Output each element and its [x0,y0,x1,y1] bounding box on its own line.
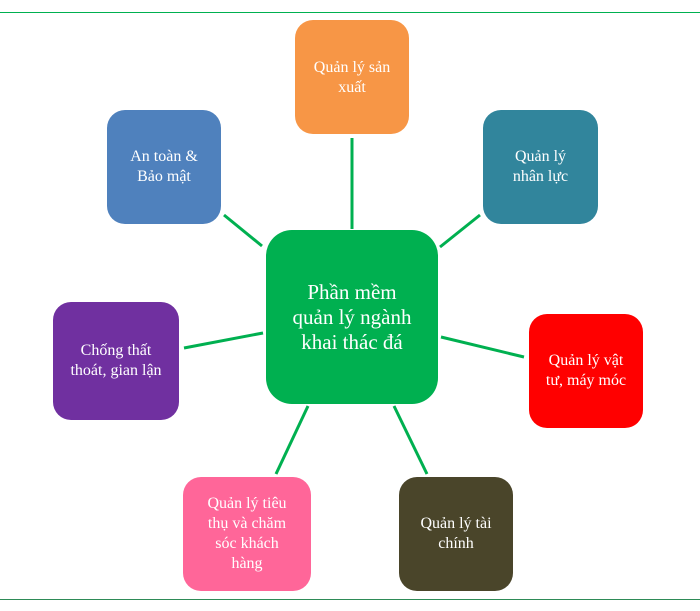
connector-chong-that-thoat [183,331,264,350]
node-tieu-thu: Quản lý tiêu thụ và chăm sóc khách hàng [183,477,311,591]
node-label: chính [438,535,474,552]
node-label: thụ và chăm [207,515,287,532]
node-label: Quản lý [514,148,567,165]
connector-nhan-luc [439,213,481,249]
connector-vat-tu [440,335,525,359]
node-label: nhân lực [512,168,569,185]
node-chong-that-thoat: Chống thất thoát, gian lận [53,302,179,420]
node-label: thoát, gian lận [70,362,162,379]
node-label: hàng [231,555,263,572]
top-rule [0,12,700,13]
center-line: quản lý ngành [292,305,412,329]
center-line: khai thác đá [301,330,403,354]
node-vat-tu: Quản lý vật tư, máy móc [529,314,643,428]
node-nhan-luc: Quản lý nhân lực [483,110,598,224]
node-label: Bảo mật [137,168,191,185]
node-label: Quản lý tiêu [207,495,287,512]
node-label: Quản lý sản [313,59,391,76]
node-label: xuất [338,79,366,96]
connector-tieu-thu [274,405,310,475]
connector-tai-chinh [392,405,429,475]
center-line: Phần mềm [307,280,397,304]
center-node: Phần mềm quản lý ngành khai thác đá [266,230,438,404]
node-label: Quản lý tài [420,515,492,532]
connector-an-toan [223,213,263,248]
node-tai-chinh: Quản lý tài chính [399,477,513,591]
node-label: tư, máy móc [545,372,627,389]
bottom-rule [0,599,700,600]
node-label: sóc khách [215,535,279,552]
node-san-xuat: Quản lý sản xuất [295,20,409,134]
node-an-toan: An toàn & Bảo mật [107,110,221,224]
node-label: Quản lý vật [548,352,624,369]
node-label: An toàn & [130,148,198,165]
node-label: Chống thất [80,342,152,359]
